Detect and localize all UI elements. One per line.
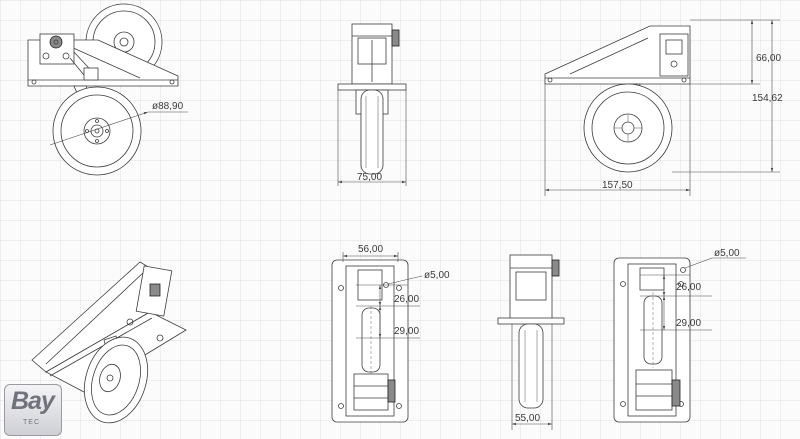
rear-base-plate <box>497 317 565 325</box>
bottom-spacing-b-label: 29,00 <box>394 326 419 337</box>
right-side-view: 66,00 154,62 157,50 <box>544 19 783 196</box>
left-drive-gear <box>49 35 63 49</box>
bottom-hole-label: ø5,00 <box>424 270 450 281</box>
side-height-upper-label: 66,00 <box>756 53 781 64</box>
top-hole-label: ø5,00 <box>714 248 740 259</box>
rear-view: 55,00 <box>497 254 565 430</box>
front-wheel <box>360 89 384 175</box>
top-spacing-b-label: 29,00 <box>676 318 701 329</box>
rear-wheel <box>518 323 544 409</box>
bottom-spacing-a-label: 26,00 <box>394 294 419 305</box>
isometric-view <box>31 261 187 424</box>
front-view: 75,00 <box>337 23 407 186</box>
top-spacing-a-label: 26,00 <box>676 282 701 293</box>
rear-width-label: 55,00 <box>515 413 540 424</box>
top-view: ø5,00 26,00 29,00 <box>613 248 746 423</box>
side-height-total-label: 154,62 <box>752 93 783 104</box>
extended-wheel-tire <box>52 86 142 176</box>
iso-wheel-tire <box>83 336 149 424</box>
top-gear <box>671 379 681 407</box>
baytec-logo: Bay TEC <box>4 384 62 436</box>
wheel-diameter-label: ø88,90 <box>152 101 184 112</box>
side-length-label: 157,50 <box>602 180 633 191</box>
front-base-plate <box>337 83 407 91</box>
rear-gear <box>551 259 560 277</box>
right-wheel-tire <box>583 83 673 173</box>
bottom-view: 56,00 ø5,00 26,00 29,00 <box>331 244 450 423</box>
logo-brand-text: Bay <box>11 387 55 415</box>
bottom-gear <box>387 379 396 403</box>
front-gear <box>391 29 400 47</box>
front-width-label: 75,00 <box>357 172 382 183</box>
bottom-width-label: 56,00 <box>358 244 383 255</box>
left-side-view: ø88,90 <box>27 3 188 176</box>
logo-sub-text: TEC <box>23 419 40 426</box>
iso-gear <box>149 283 161 297</box>
